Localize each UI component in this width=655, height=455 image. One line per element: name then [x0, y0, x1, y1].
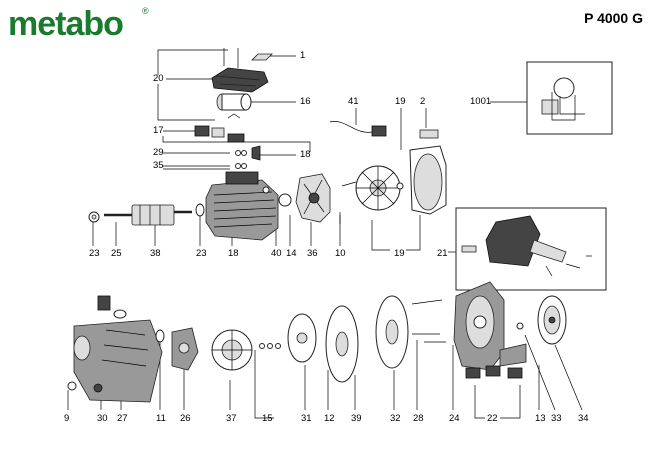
part-label-13: 13: [535, 413, 546, 424]
motor-flange-base: [453, 281, 527, 379]
fan-and-cowl: [355, 145, 447, 215]
part-label-1001: 1001: [470, 96, 491, 107]
part-label-30: 30: [97, 413, 108, 424]
front-cover-disc: [537, 295, 567, 345]
part-label-28: 28: [413, 413, 424, 424]
part-label-18: 18: [300, 149, 311, 160]
part-label-10: 10: [335, 248, 346, 259]
part-label-17: 17: [153, 125, 164, 136]
switch-parts: [194, 125, 261, 169]
part-label-22: 22: [487, 413, 498, 424]
part-label-21: 21: [437, 248, 448, 259]
part-label-19: 19: [394, 248, 405, 259]
motor-end-cover: [278, 173, 357, 224]
ejector-and-diffuser: [171, 327, 281, 371]
part-label-12: 12: [324, 413, 335, 424]
part-label-2: 2: [420, 96, 425, 107]
part-label-31: 31: [301, 413, 312, 424]
capacitor: [216, 93, 252, 119]
impeller-stages: [287, 295, 446, 383]
part-label-35: 35: [153, 160, 164, 171]
part-label-16: 16: [300, 96, 311, 107]
part-number-labels: 1 20 16 17 29 18 35 41 19 2 1001 23 25 38 23 18 40 14 36 10…: [64, 50, 589, 424]
model-number: P 4000 G: [584, 10, 643, 26]
part-label-14: 14: [286, 248, 297, 259]
part-label-36: 36: [307, 248, 318, 259]
part-label-9: 9: [64, 413, 69, 424]
registered-mark: ®: [142, 6, 149, 16]
part-label-37: 37: [226, 413, 237, 424]
part-label-19: 19: [395, 96, 406, 107]
part-label-23: 23: [196, 248, 207, 259]
part-label-33: 33: [551, 413, 562, 424]
part-label-34: 34: [578, 413, 589, 424]
handle-inset: [455, 207, 607, 291]
part-label-41: 41: [348, 96, 359, 107]
power-cable: [329, 121, 439, 139]
pump-housing: [67, 295, 165, 403]
part-label-40: 40: [271, 248, 282, 259]
part-label-24: 24: [449, 413, 460, 424]
part-label-20: 20: [153, 73, 164, 84]
part-label-27: 27: [117, 413, 128, 424]
brand-logo: metabo: [8, 5, 124, 43]
part-label-25: 25: [111, 248, 122, 259]
motor-housing: [205, 171, 279, 241]
part-label-29: 29: [153, 147, 164, 158]
wiring-diagram-inset: [526, 61, 613, 135]
part-label-15: 15: [262, 413, 273, 424]
part-label-32: 32: [390, 413, 401, 424]
part-label-39: 39: [351, 413, 362, 424]
part-label-11: 11: [156, 413, 166, 424]
terminal-cover: [211, 48, 273, 93]
part-label-38: 38: [150, 248, 161, 259]
part-label-23: 23: [89, 248, 100, 259]
motor-shaft-assembly: [88, 203, 205, 226]
part-label-1: 1: [300, 50, 305, 61]
part-label-26: 26: [180, 413, 191, 424]
part-label-18: 18: [228, 248, 239, 259]
